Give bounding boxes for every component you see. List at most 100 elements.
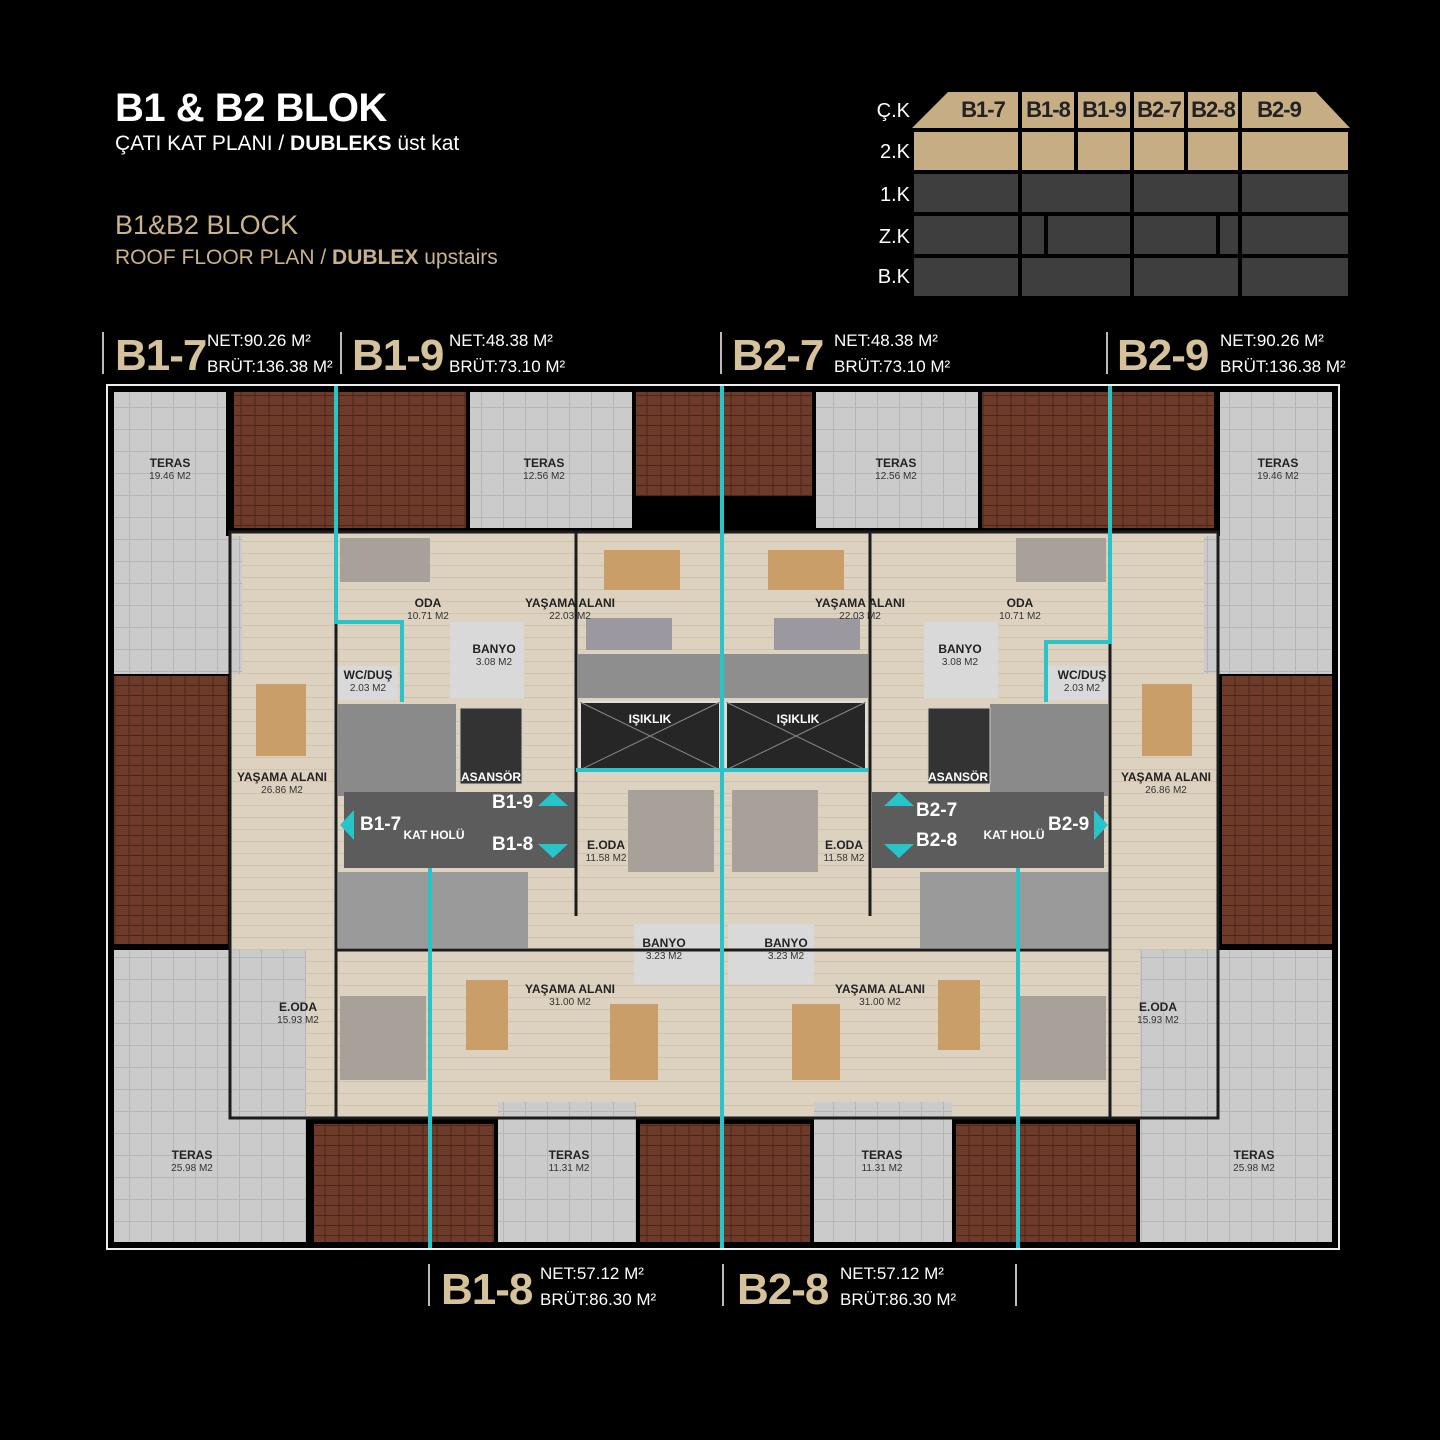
unit-code-b2-8: B2-8 [737, 1265, 829, 1314]
divider [428, 1264, 430, 1306]
unit-separator [1044, 640, 1112, 644]
unit-header: B1-9 [1078, 92, 1130, 128]
cell-bk [1022, 258, 1130, 296]
room-label: ASANSÖR [927, 770, 989, 784]
plan-unit-label: B2-8 [916, 830, 958, 851]
arrow-up-icon [884, 792, 914, 806]
unit-header: B2-7 [1134, 92, 1184, 128]
cell-zk [1022, 216, 1044, 254]
level-label: Ç.K [876, 100, 910, 122]
page-title: B1 & B2 BLOK [115, 86, 387, 130]
plan-unit-label: B1-7 [360, 814, 402, 835]
cell-2k [914, 132, 1018, 170]
unit-header: B2-8 [1188, 92, 1238, 128]
page-subtitle-tr: ÇATI KAT PLANI / DUBLEKS üst kat [115, 132, 460, 155]
unit-separator [1108, 386, 1112, 642]
unit-header: B1-7 [948, 92, 1018, 128]
unit-separator [334, 620, 404, 624]
cell-2k [1078, 132, 1130, 170]
divider [722, 1264, 724, 1306]
cell-2k [1134, 132, 1184, 170]
cell-bk [1242, 258, 1348, 296]
unit-code-b1-8: B1-8 [441, 1265, 533, 1314]
unit-separator [400, 620, 404, 702]
arrow-up-icon [538, 792, 568, 806]
cell-1k [914, 174, 1018, 212]
arrow-right-icon [1094, 810, 1108, 840]
room-label: IŞIKLIK [628, 712, 672, 726]
unit-separator [576, 768, 868, 772]
unit-separator [720, 386, 724, 1248]
level-label: Z.K [878, 226, 910, 248]
arrow-down-icon [884, 844, 914, 858]
cell-2k [1242, 132, 1348, 170]
room-label: KAT HOLÜ [403, 828, 465, 842]
unit-header: B1-8 [1022, 92, 1074, 128]
plan-unit-label: B1-9 [492, 792, 534, 813]
arrow-down-icon [538, 844, 568, 858]
divider [1015, 1264, 1017, 1306]
cell-1k [1242, 174, 1348, 212]
floor-plan-drawing [114, 392, 1332, 1242]
cell-bk [1134, 258, 1238, 296]
cell-2k [1188, 132, 1238, 170]
cell-bk [914, 258, 1018, 296]
plan-unit-label: B2-7 [916, 800, 958, 821]
unit-code-b2-7: B2-7 [732, 331, 824, 380]
unit-code-b1-9: B1-9 [352, 331, 444, 380]
unit-separator [428, 868, 432, 1248]
plan-unit-label: B2-9 [1048, 814, 1090, 835]
cell-2k [1022, 132, 1074, 170]
room-label: KAT HOLÜ [983, 828, 1045, 842]
room-label: ASANSÖR [460, 770, 522, 784]
divider [1106, 332, 1108, 374]
cell-1k [1022, 174, 1130, 212]
plan-unit-label: B1-8 [492, 834, 534, 855]
room-label: IŞIKLIK [776, 712, 820, 726]
divider [102, 332, 104, 374]
arrow-left-icon [340, 810, 354, 840]
unit-separator [1044, 640, 1048, 702]
level-label: 2.K [879, 141, 910, 163]
page-title-en: B1&B2 BLOCK [115, 210, 299, 240]
divider [720, 332, 722, 374]
unit-separator [334, 386, 338, 622]
cell-zk [1134, 216, 1216, 254]
level-label: B.K [877, 266, 910, 288]
unit-code-b1-7: B1-7 [115, 331, 207, 380]
page-subtitle-en: ROOF FLOOR PLAN / DUBLEX upstairs [115, 246, 498, 269]
cell-zk [1242, 216, 1348, 254]
unit-code-b2-9: B2-9 [1117, 331, 1209, 380]
